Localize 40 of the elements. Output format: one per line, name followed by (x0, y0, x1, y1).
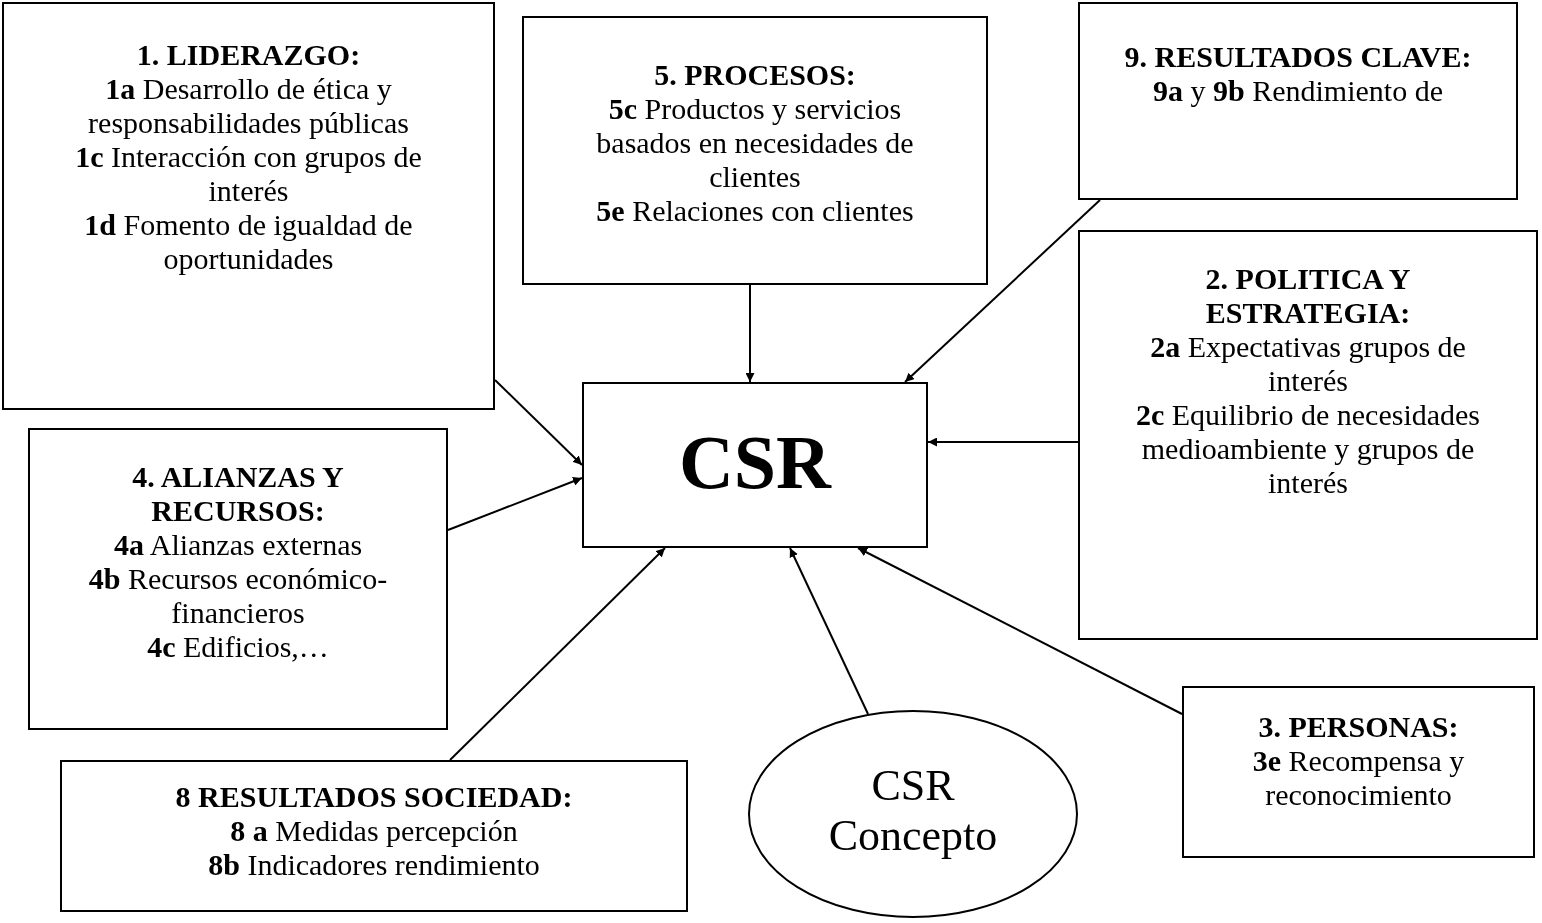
arrow (449, 547, 666, 761)
csr-box (582, 382, 928, 548)
box-text: 5e Relaciones con clientes (596, 194, 914, 228)
arrow (447, 477, 583, 531)
criterion-box (60, 760, 688, 912)
criterion-box (1078, 230, 1538, 640)
box-text: 1a Desarrollo de ética y responsabilidades públicas (87, 72, 410, 140)
arrow (857, 547, 1183, 715)
box-text: 1d Fomento de igualdad de oportunidades (83, 208, 414, 276)
box-heading: 2. POLITICA Y ESTRATEGIA: (1204, 262, 1412, 330)
box-text: 8b Indicadores rendimiento (208, 848, 540, 882)
arrow (904, 199, 1101, 383)
box-text: 5c Productos y servicios basados en necesidades de clientes (595, 92, 915, 194)
criterion-box (1078, 2, 1518, 200)
box-text: 4c Edificios,… (147, 630, 329, 664)
box-heading: 9. RESULTADOS CLAVE: (1124, 40, 1472, 74)
arrow (745, 284, 755, 383)
ellipse-label: CSR Concepto (827, 761, 999, 861)
box-text: 3e Recompensa y reconocimiento (1251, 744, 1466, 812)
box-text: 2c Equilibrio de necesidades medioambiente y grupos de interés (1134, 398, 1482, 500)
box-heading: 4. ALIANZAS Y RECURSOS: (131, 460, 345, 528)
box-text: 4b Recursos económico-financieros (87, 562, 389, 630)
arrow (927, 437, 1079, 447)
box-text: 8 a Medidas percepción (230, 814, 518, 848)
concept-ellipse (748, 710, 1078, 918)
arrow (494, 379, 583, 466)
box-heading: 1. LIDERAZGO: (136, 38, 361, 72)
criterion-box (28, 428, 448, 730)
box-text: 2a Expectativas grupos de interés (1149, 330, 1467, 398)
criterion-box (2, 2, 495, 410)
box-text: 4a Alianzas externas (113, 528, 363, 562)
criterion-box (522, 16, 988, 285)
criterion-box (1182, 686, 1535, 858)
box-text: 9a y 9b Rendimiento de (1153, 74, 1443, 108)
box-heading: 5. PROCESOS: (654, 58, 856, 92)
arrow (789, 547, 869, 715)
node-title: CSR (678, 424, 831, 500)
box-heading: 3. PERSONAS: (1258, 710, 1459, 744)
box-heading: 8 RESULTADOS SOCIEDAD: (175, 780, 573, 814)
box-text: 1c Interacción con grupos de interés (74, 140, 423, 208)
